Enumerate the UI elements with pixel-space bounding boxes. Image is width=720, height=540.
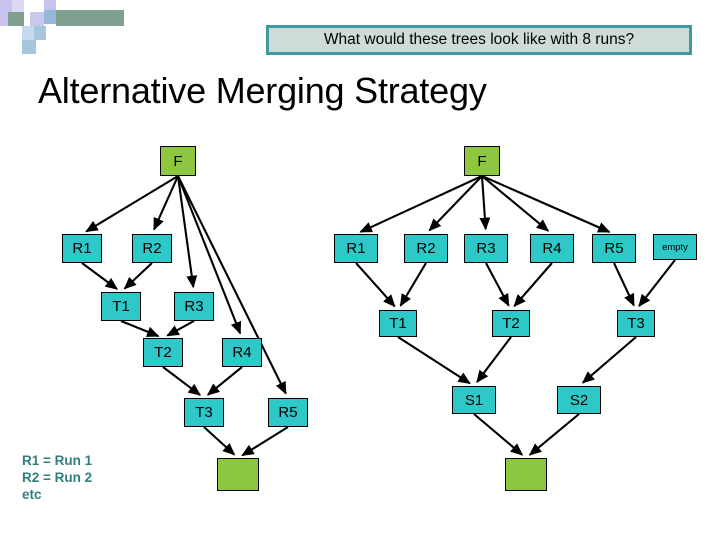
tree-node-label: R4 bbox=[232, 344, 252, 361]
legend-line-2: R2 = Run 2 bbox=[22, 470, 93, 485]
tree-edge-l-t2-to-l-t3 bbox=[162, 366, 202, 396]
tree-node-r-s1: S1 bbox=[452, 386, 496, 414]
tree-node-l-t1: T1 bbox=[101, 292, 141, 321]
tree-node-l-t2: T2 bbox=[143, 338, 183, 367]
tree-edge-r-r1-to-r-t1 bbox=[355, 262, 396, 308]
tree-node-label: S1 bbox=[464, 391, 484, 409]
tree-edge-r-emp-to-r-t3 bbox=[638, 259, 676, 308]
tree-edge-r-f-to-r-r2 bbox=[428, 175, 483, 232]
tree-edge-l-r5-to-l-out bbox=[241, 426, 289, 457]
deco-square-3 bbox=[24, 0, 36, 12]
tree-edge-l-f-to-l-r3 bbox=[176, 175, 198, 289]
tree-edge-r-f-to-r-r5 bbox=[481, 175, 611, 233]
tree-node-l-f: F bbox=[160, 146, 196, 176]
tree-node-l-r4: R4 bbox=[222, 338, 262, 367]
tree-node-r-s2: S2 bbox=[557, 386, 601, 414]
tree-node-r-out bbox=[505, 458, 547, 491]
tree-edge-l-r4-to-l-t3 bbox=[206, 366, 243, 396]
tree-node-l-r1: R1 bbox=[62, 234, 102, 263]
tree-edge-l-f-to-l-r1 bbox=[85, 175, 179, 233]
tree-edge-r-r5-to-r-t3 bbox=[613, 262, 635, 307]
tree-node-label: T1 bbox=[389, 315, 407, 332]
tree-node-label: T3 bbox=[195, 404, 213, 421]
tree-node-r-r3: R3 bbox=[464, 234, 508, 263]
tree-edge-r-f-to-r-r3 bbox=[479, 175, 491, 231]
tree-edge-r-s1-to-r-out bbox=[473, 413, 524, 456]
tree-node-r-r4: R4 bbox=[530, 234, 574, 263]
tree-edge-l-r1-to-l-t1 bbox=[81, 262, 118, 290]
deco-square-6 bbox=[8, 12, 24, 26]
tree-node-label: T1 bbox=[112, 298, 130, 315]
deco-square-8 bbox=[44, 10, 56, 24]
tree-edge-l-f-to-l-r4 bbox=[177, 175, 242, 335]
tree-node-l-r5: R5 bbox=[268, 398, 308, 427]
tree-edge-l-r2-to-l-t1 bbox=[123, 262, 153, 290]
tree-node-r-t2: T2 bbox=[492, 310, 530, 337]
tree-node-r-r2: R2 bbox=[404, 234, 448, 263]
deco-square-10 bbox=[34, 26, 46, 40]
tree-node-label: T2 bbox=[502, 315, 520, 332]
tree-edge-r-t2-to-r-s1 bbox=[476, 336, 512, 384]
tree-edge-r-r3-to-r-t2 bbox=[485, 262, 510, 307]
tree-node-r-t3: T3 bbox=[617, 310, 655, 337]
tree-node-label: T2 bbox=[154, 344, 172, 361]
tree-edge-r-r4-to-r-t2 bbox=[513, 262, 553, 308]
tree-node-label: T3 bbox=[627, 315, 645, 332]
tree-node-label: R2 bbox=[416, 240, 436, 257]
deco-square-11 bbox=[22, 40, 36, 54]
tree-edge-r-s2-to-r-out bbox=[528, 413, 580, 456]
tree-node-r-emp: empty bbox=[653, 234, 697, 260]
deco-square-9 bbox=[22, 26, 34, 40]
tree-node-l-t3: T3 bbox=[184, 398, 224, 427]
tree-node-r-r1: R1 bbox=[334, 234, 378, 263]
tree-edge-r-t3-to-r-s2 bbox=[581, 336, 637, 384]
legend-line-1: R1 = Run 1 bbox=[22, 453, 93, 468]
tree-node-label: R2 bbox=[142, 240, 162, 257]
tree-edge-r-r2-to-r-t1 bbox=[399, 262, 427, 307]
tree-node-l-r3: R3 bbox=[174, 292, 214, 321]
tree-edge-r-f-to-r-r4 bbox=[481, 175, 550, 232]
tree-node-r-r5: R5 bbox=[592, 234, 636, 263]
tree-node-r-f: F bbox=[464, 146, 500, 176]
tree-edge-r-t1-to-r-s1 bbox=[397, 336, 471, 385]
tree-node-label: empty bbox=[662, 241, 688, 253]
tree-edge-r-f-to-r-r1 bbox=[359, 175, 483, 233]
question-banner-text: What would these trees look like with 8 … bbox=[323, 31, 635, 48]
deco-square-5 bbox=[44, 0, 56, 10]
tree-node-label: F bbox=[173, 152, 183, 170]
deco-bar bbox=[56, 10, 124, 26]
tree-edge-l-r3-to-l-t2 bbox=[166, 320, 195, 337]
tree-node-label: R1 bbox=[72, 240, 92, 257]
run-legend: R1 = Run 1 R2 = Run 2 etc bbox=[22, 452, 92, 503]
tree-edge-l-t1-to-l-t2 bbox=[120, 320, 160, 338]
tree-node-label: R3 bbox=[476, 240, 496, 257]
tree-edge-l-f-to-l-r2 bbox=[153, 175, 179, 231]
tree-node-label: F bbox=[477, 152, 487, 170]
page-title: Alternative Merging Strategy bbox=[38, 70, 487, 111]
tree-edge-l-t3-to-l-out bbox=[203, 426, 236, 456]
tree-node-label: R5 bbox=[278, 404, 298, 421]
tree-node-label: S2 bbox=[569, 391, 589, 409]
deco-square-7 bbox=[30, 12, 44, 26]
tree-node-label: R1 bbox=[346, 240, 366, 257]
tree-node-label: R3 bbox=[184, 298, 204, 315]
tree-node-l-r2: R2 bbox=[132, 234, 172, 263]
tree-node-r-t1: T1 bbox=[379, 310, 417, 337]
question-banner: What would these trees look like with 8 … bbox=[266, 25, 692, 55]
deco-square-4 bbox=[36, 0, 46, 12]
legend-line-3: etc bbox=[22, 487, 42, 502]
tree-node-label: R5 bbox=[604, 240, 624, 257]
tree-node-label: R4 bbox=[542, 240, 562, 257]
tree-node-l-out bbox=[217, 458, 259, 491]
tree-edge-l-f-to-l-r5 bbox=[177, 175, 287, 395]
